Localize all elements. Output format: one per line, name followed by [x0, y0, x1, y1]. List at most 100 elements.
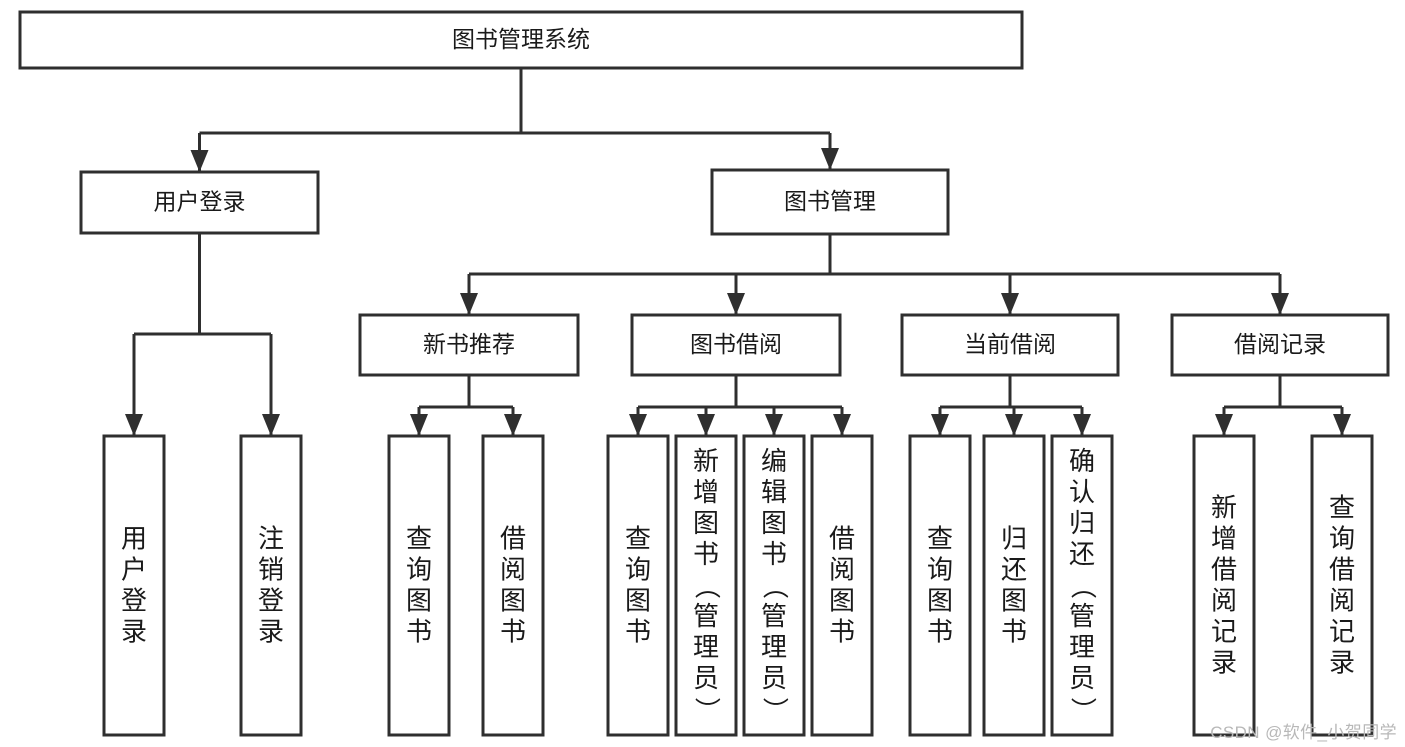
node-leaf-user-login[interactable]: 用户登录: [102, 434, 166, 737]
node-box: [710, 168, 950, 236]
node-label-char: 管: [761, 601, 787, 631]
node-label-char: 编: [761, 446, 787, 476]
node-label-char: 书: [406, 617, 432, 647]
node-label-char: 新: [1211, 493, 1237, 523]
node-label-char: 图: [1001, 586, 1027, 616]
node-label-char: 登: [258, 586, 284, 616]
node-label-char: 阅: [1211, 586, 1237, 616]
node-root[interactable]: 图书管理系统: [18, 10, 1024, 70]
node-label-char: 借: [1329, 555, 1355, 585]
node-label-char: 记: [1329, 617, 1355, 647]
node-current-borrow[interactable]: 当前借阅: [900, 313, 1120, 377]
connector-layer: [125, 68, 1351, 436]
node-label-char: 管: [693, 601, 719, 631]
node-book-borrow[interactable]: 图书借阅: [630, 313, 842, 377]
node-label-char: 书: [761, 539, 787, 569]
node-label-char: 销: [258, 555, 284, 585]
node-label-char: 图: [500, 586, 526, 616]
node-label-char: 确: [1069, 446, 1095, 476]
node-label-char: 阅: [500, 555, 526, 585]
node-label-char: 借: [500, 524, 526, 554]
node-label: 借阅记录: [1234, 331, 1326, 357]
node-box: [606, 434, 670, 737]
node-label-char: 理: [693, 632, 719, 662]
node-label-char: 书: [829, 617, 855, 647]
node-box: [908, 434, 972, 737]
node-box: [102, 434, 166, 737]
node-label-char: 录: [258, 617, 284, 647]
node-label-char: 查: [625, 524, 651, 554]
node-label-char: 增: [1211, 524, 1237, 554]
node-label-char: 录: [121, 617, 147, 647]
node-label-char: ）: [760, 697, 790, 723]
node-label-char: 图: [761, 508, 787, 538]
node-label-char: （: [692, 573, 722, 599]
node-label-char: 图: [829, 586, 855, 616]
node-label-char: 询: [1329, 524, 1355, 554]
node-label-char: 户: [121, 555, 147, 585]
node-label: 图书管理系统: [452, 26, 590, 52]
node-label: 用户登录: [154, 189, 246, 215]
arrow-head-icon: [1001, 293, 1019, 315]
node-borrow-record[interactable]: 借阅记录: [1170, 313, 1390, 377]
node-label-char: （: [1068, 573, 1098, 599]
node-label-char: 书: [693, 539, 719, 569]
node-label-char: 书: [1001, 617, 1027, 647]
node-box: [810, 434, 874, 737]
arrow-head-icon: [821, 148, 839, 170]
node-box: [387, 434, 451, 737]
node-book-manage[interactable]: 图书管理: [710, 168, 950, 236]
node-box: [1050, 434, 1114, 737]
node-label-char: ）: [692, 697, 722, 723]
node-label-char: 查: [1329, 493, 1355, 523]
node-label-char: 员: [761, 663, 787, 693]
arrow-head-icon: [727, 293, 745, 315]
arrow-head-icon: [931, 414, 949, 436]
node-label-char: 录: [1329, 648, 1355, 678]
node-label-char: 书: [625, 617, 651, 647]
arrow-head-icon: [697, 414, 715, 436]
node-label-char: 录: [1211, 648, 1237, 678]
node-label-char: 管: [1069, 601, 1095, 631]
node-label-char: 图: [625, 586, 651, 616]
node-label-char: 注: [258, 524, 284, 554]
arrow-head-icon: [1271, 293, 1289, 315]
node-label: 图书管理: [784, 188, 876, 214]
node-label-char: 归: [1069, 508, 1095, 538]
node-box: [18, 10, 1024, 70]
watermark: CSDN @软件_小贺同学: [1210, 723, 1397, 742]
arrow-head-icon: [765, 414, 783, 436]
node-label-char: ）: [1068, 697, 1098, 723]
node-label-char: 用: [121, 524, 147, 554]
node-label-char: 员: [693, 663, 719, 693]
arrow-head-icon: [190, 150, 209, 172]
arrow-head-icon: [629, 414, 647, 436]
node-label-char: 员: [1069, 663, 1095, 693]
node-new-book-rec[interactable]: 新书推荐: [358, 313, 580, 377]
node-label-char: 图: [693, 508, 719, 538]
node-label-char: 理: [1069, 632, 1095, 662]
arrow-head-icon: [410, 414, 428, 436]
node-label-char: 借: [829, 524, 855, 554]
arrow-head-icon: [1073, 414, 1091, 436]
node-box: [1310, 434, 1374, 737]
node-label-char: 阅: [829, 555, 855, 585]
node-label: 当前借阅: [964, 331, 1056, 357]
arrow-head-icon: [1215, 414, 1233, 436]
node-label-char: 还: [1001, 555, 1027, 585]
node-user-login[interactable]: 用户登录: [79, 170, 320, 235]
